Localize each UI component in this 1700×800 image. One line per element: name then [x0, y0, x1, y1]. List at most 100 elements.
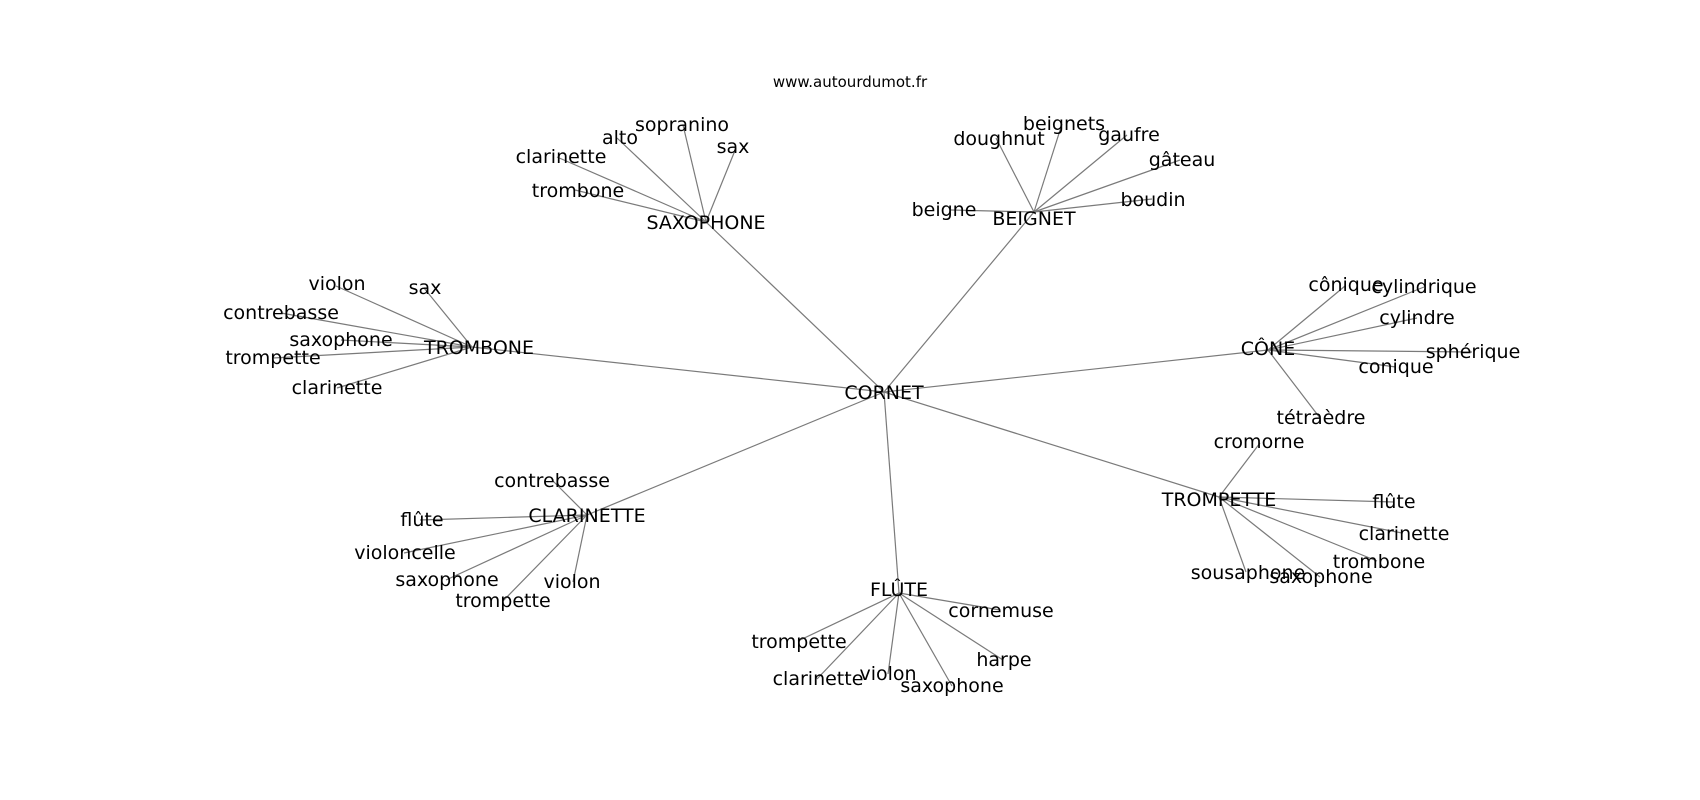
edge-flute-leaf: [898, 592, 953, 687]
leaf-node-trompette: trombone: [1333, 551, 1425, 573]
leaf-node-beignet: boudin: [1120, 189, 1185, 211]
leaf-node-saxophone: clarinette: [516, 146, 607, 168]
edge-trombone-leaf: [423, 287, 473, 348]
edge-beignet-leaf: [995, 137, 1035, 213]
edge-flute-leaf: [887, 592, 900, 675]
leaf-node-clarinette: saxophone: [395, 569, 498, 591]
edge-center-beignet: [883, 211, 1035, 393]
edge-cone-leaf: [1267, 349, 1321, 419]
edge-cone-leaf: [1267, 285, 1346, 351]
leaf-node-beignet: gâteau: [1149, 149, 1216, 171]
leaf-node-trombone: trompette: [225, 347, 320, 369]
leaf-node-saxophone: sopranino: [635, 114, 729, 136]
leaf-node-trompette: clarinette: [1359, 523, 1450, 545]
edge-clarinette-leaf: [502, 514, 588, 602]
edge-saxophone-leaf: [705, 147, 737, 223]
leaf-node-clarinette: violoncelle: [354, 542, 455, 564]
edge-saxophone-leaf: [616, 137, 707, 223]
edge-cone-leaf: [1267, 286, 1425, 351]
edge-beignet-leaf: [950, 209, 1035, 213]
leaf-node-cone: cylindre: [1379, 307, 1454, 329]
leaf-node-flute: harpe: [976, 649, 1031, 671]
edge-flute-leaf: [816, 592, 900, 680]
edge-saxophone-leaf: [682, 124, 707, 223]
edge-clarinette-leaf: [552, 480, 588, 516]
edge-saxophone-leaf: [574, 189, 707, 223]
leaf-node-cone: cylindrique: [1371, 276, 1476, 298]
leaf-node-trombone: contrebasse: [223, 302, 339, 324]
leaf-node-trompette: flûte: [1372, 491, 1415, 513]
edge-center-flute: [883, 391, 900, 594]
hub-node-flute: FLÛTE: [870, 577, 928, 601]
edge-flute-leaf: [898, 592, 1001, 611]
leaf-node-trompette: sousaphone: [1191, 562, 1306, 584]
leaf-node-flute: saxophone: [900, 675, 1003, 697]
hub-node-beignet: BEIGNET: [992, 208, 1076, 230]
edge-clarinette-leaf: [403, 514, 588, 554]
leaf-node-saxophone: alto: [602, 127, 638, 149]
hub-node-cone: CÔNE: [1241, 336, 1295, 360]
edge-cone-leaf: [1267, 317, 1418, 351]
edge-cone-leaf: [1267, 349, 1473, 353]
leaf-node-trombone: clarinette: [292, 377, 383, 399]
leaf-node-beignet: beignets: [1023, 113, 1105, 135]
edge-trompette-leaf: [1218, 442, 1261, 498]
leaf-node-saxophone: trombone: [532, 180, 624, 202]
edge-beignet-leaf: [1033, 123, 1063, 213]
edges-layer: [272, 123, 1473, 687]
leaf-node-flute: trompette: [751, 631, 846, 653]
hub-node-trompette: TROMPETTE: [1161, 489, 1277, 511]
leaf-node-beignet: gaufre: [1098, 124, 1160, 146]
leaf-node-clarinette: flûte: [400, 509, 443, 531]
edge-trompette-leaf: [1218, 496, 1321, 578]
hub-node-saxophone: SAXOPHONE: [646, 212, 765, 234]
edge-center-trompette: [883, 391, 1220, 498]
leaf-node-beignet: beigne: [912, 199, 977, 221]
source-url: www.autourdumot.fr: [773, 73, 928, 91]
edge-trompette-leaf: [1218, 496, 1247, 573]
edge-center-saxophone: [705, 221, 885, 393]
edge-cone-leaf: [1267, 349, 1397, 368]
edge-trombone-leaf: [340, 339, 473, 348]
edge-saxophone-leaf: [556, 156, 707, 223]
edge-center-clarinette: [586, 391, 885, 516]
edge-flute-leaf: [797, 592, 900, 642]
leaf-node-trombone: sax: [409, 277, 442, 299]
leaf-node-trombone: violon: [308, 273, 365, 295]
leaf-node-trompette: saxophone: [1269, 566, 1372, 588]
leaf-node-cone: conique: [1358, 356, 1433, 378]
edge-trombone-leaf: [336, 346, 473, 389]
edge-clarinette-leaf: [419, 514, 588, 521]
edge-clarinette-leaf: [445, 514, 588, 581]
leaf-node-cone: sphérique: [1426, 341, 1521, 363]
leaf-node-trombone: saxophone: [289, 329, 392, 351]
edge-clarinette-leaf: [572, 514, 588, 583]
leaf-node-clarinette: trompette: [455, 590, 550, 612]
edge-beignet-leaf: [1033, 134, 1128, 213]
center-node: CORNET: [844, 382, 924, 404]
edge-trombone-leaf: [335, 285, 473, 348]
leaf-node-clarinette: contrebasse: [494, 470, 610, 492]
edge-beignet-leaf: [1033, 159, 1181, 213]
leaf-node-beignet: doughnut: [953, 128, 1044, 150]
edge-center-trombone: [471, 346, 885, 393]
edge-trombone-leaf: [272, 346, 473, 359]
leaf-node-flute: cornemuse: [948, 600, 1053, 622]
leaf-node-flute: clarinette: [773, 668, 864, 690]
leaf-node-cone: cônique: [1308, 274, 1383, 296]
edge-center-cone: [883, 349, 1269, 393]
leaf-node-cone: tétraèdre: [1277, 407, 1366, 429]
leaf-node-trompette: cromorne: [1214, 431, 1305, 453]
edge-trombone-leaf: [280, 312, 473, 348]
edge-trompette-leaf: [1218, 496, 1378, 562]
hub-node-trombone: TROMBONE: [423, 337, 534, 359]
leaf-node-clarinette: violon: [543, 571, 600, 593]
edge-trompette-leaf: [1218, 496, 1403, 534]
edge-trompette-leaf: [1218, 496, 1395, 503]
hub-node-clarinette: CLARINETTE: [528, 505, 645, 527]
leaf-node-saxophone: sax: [717, 136, 750, 158]
leaf-node-flute: violon: [859, 663, 916, 685]
